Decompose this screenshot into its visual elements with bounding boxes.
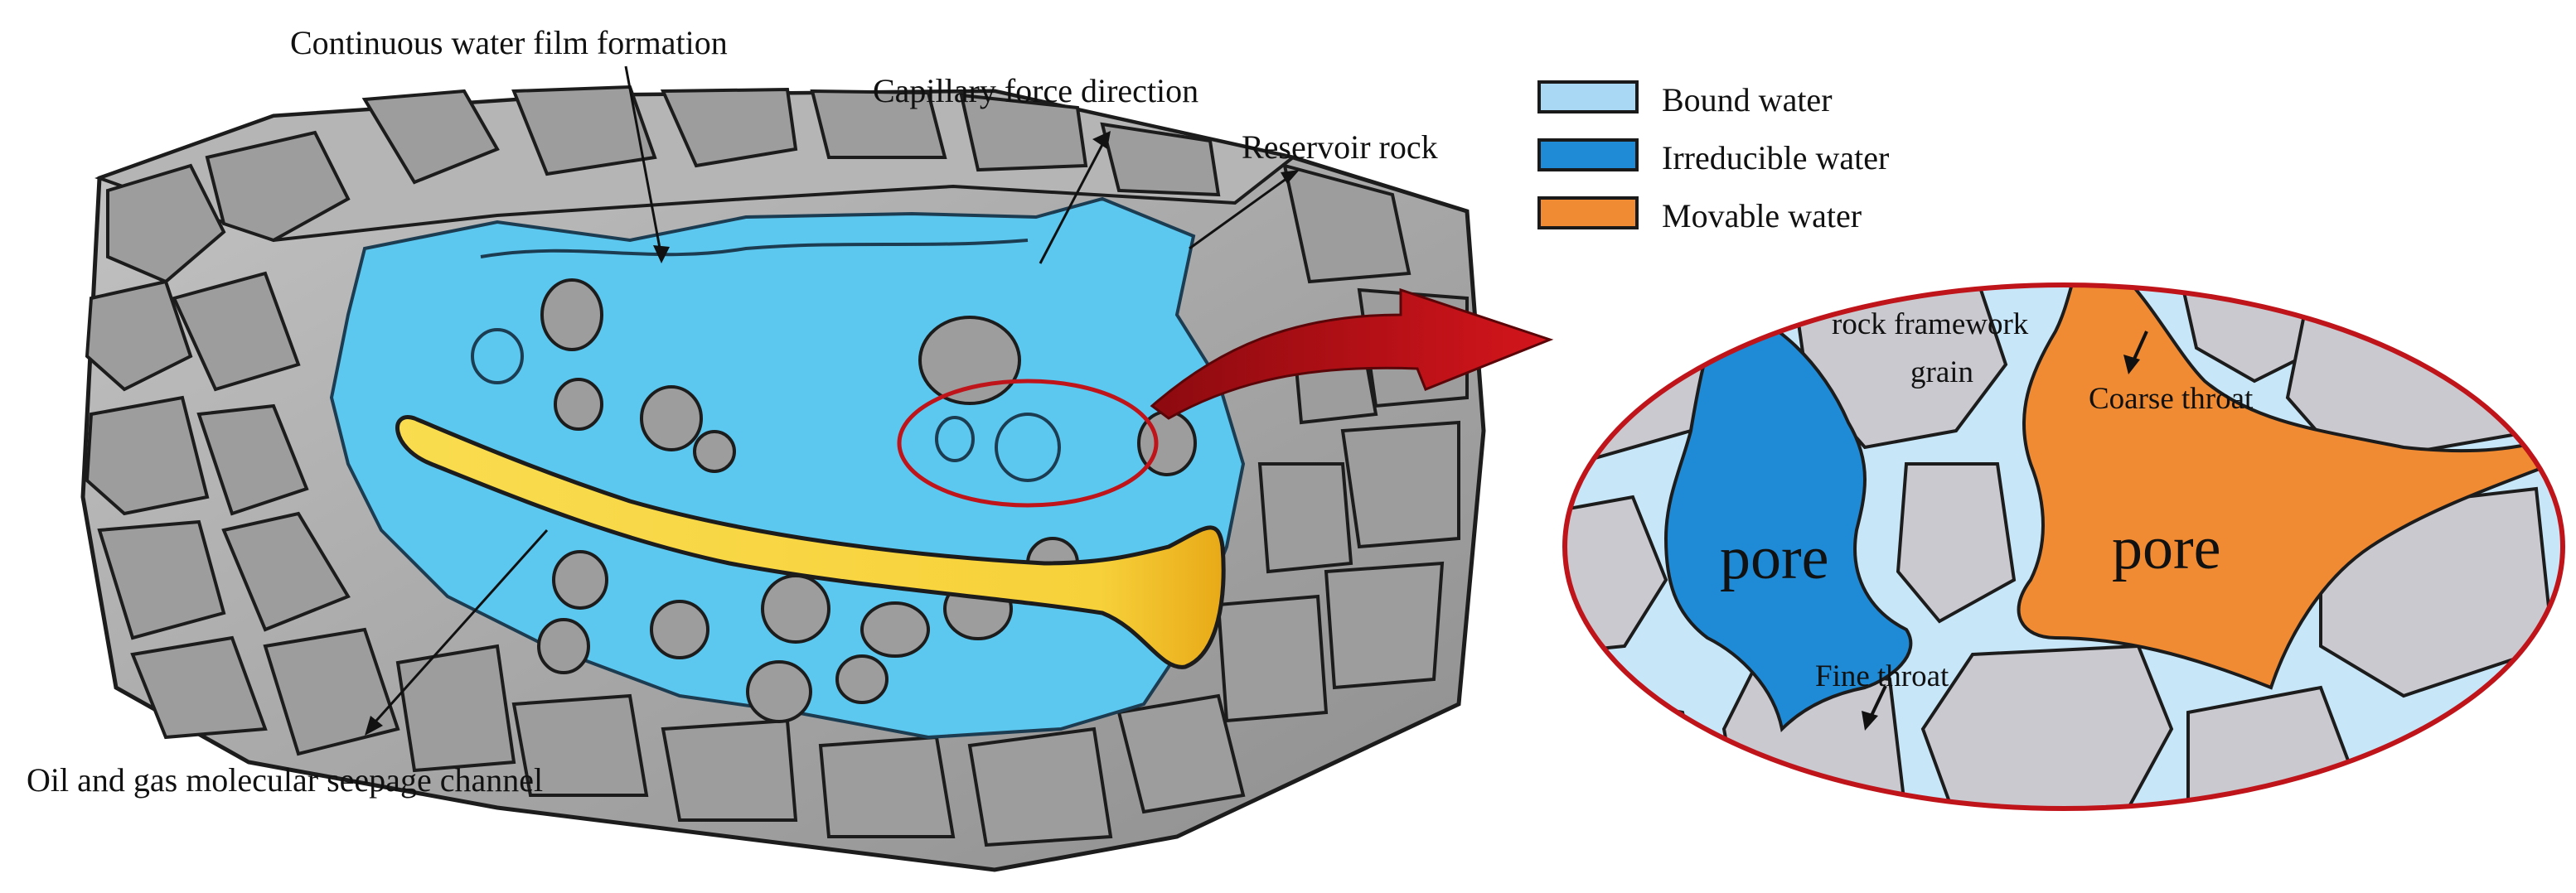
- label-capillary-force: Capillary force direction: [873, 72, 1199, 109]
- seepage-channel: [395, 415, 1226, 669]
- label-seepage-channel: Oil and gas molecular seepage channel: [27, 761, 544, 799]
- label-pore-irreducible: pore: [1720, 524, 1829, 592]
- leader-arrows: [365, 65, 1300, 736]
- legend-label: Movable water: [1662, 197, 1862, 234]
- legend-swatch: [1537, 138, 1639, 171]
- legend-label: Irreducible water: [1662, 139, 1890, 176]
- label-pore-movable: pore: [2112, 514, 2221, 582]
- zoom-arrow: [1150, 287, 1554, 420]
- pore-irreducible: [1663, 304, 1913, 733]
- label-reservoir-rock: Reservoir rock: [1242, 128, 1438, 166]
- label-fine-throat: Fine throat: [1815, 659, 1949, 693]
- zoom-detail: [1562, 282, 2565, 811]
- legend-label: Bound water: [1662, 81, 1833, 118]
- rock-block: [80, 84, 1486, 872]
- pore-movable: [2017, 285, 2554, 690]
- label-coarse-throat: Coarse throat: [2089, 382, 2254, 416]
- label-water-film: Continuous water film formation: [290, 24, 728, 61]
- label-rock-grain-line2: grain: [1910, 355, 1974, 389]
- legend-swatch: [1537, 196, 1639, 229]
- legend-swatch: [1537, 80, 1639, 113]
- label-rock-grain-line1: rock framework: [1832, 307, 2029, 341]
- zoom-highlight-ellipse: [897, 379, 1159, 508]
